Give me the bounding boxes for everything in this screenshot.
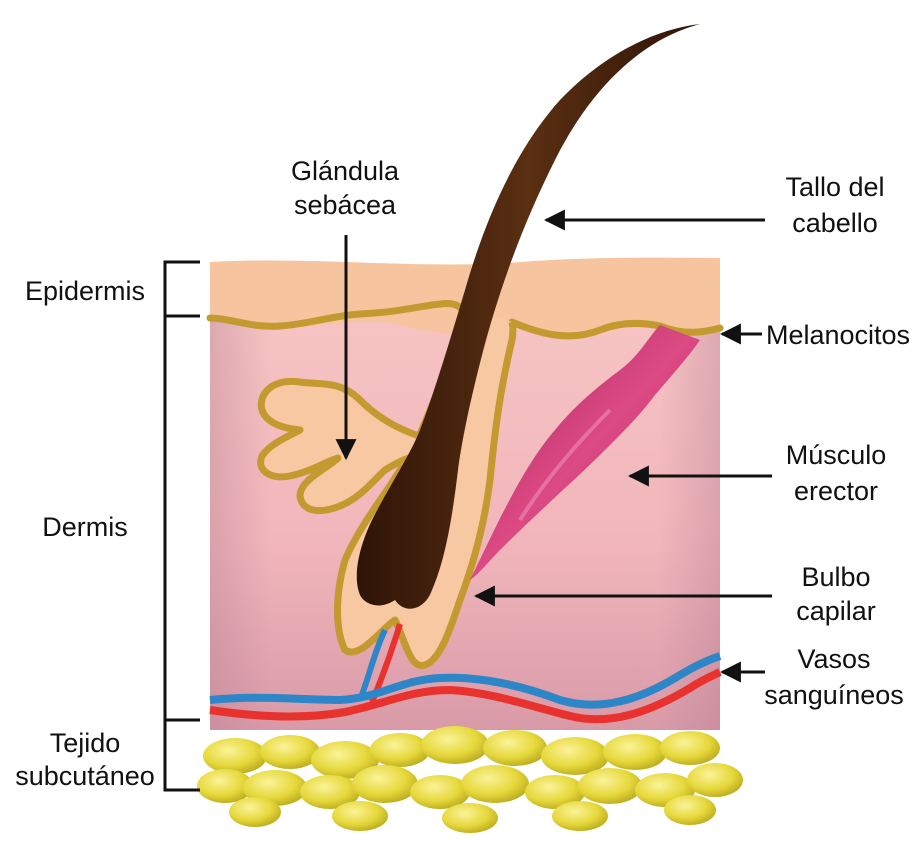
layer-bracket — [163, 260, 200, 792]
label-dermis: Dermis — [42, 512, 128, 542]
label-melanocytes: Melanocitos — [766, 320, 910, 350]
label-epidermis: Epidermis — [25, 276, 145, 306]
label-shaft-2: cabello — [792, 208, 878, 238]
label-muscle-1: Músculo — [786, 440, 887, 470]
arrector-pili-muscle — [470, 325, 700, 580]
vein — [209, 652, 722, 709]
artery — [209, 668, 722, 724]
hair-shaft — [356, 24, 700, 609]
label-bulb-1: Bulbo — [801, 562, 870, 592]
label-vessels-1: Vasos — [797, 644, 870, 674]
label-vessels-2: sanguíneos — [764, 680, 904, 710]
label-muscle-2: erector — [794, 476, 878, 506]
label-subcutaneous-2: subcutáneo — [15, 761, 155, 791]
label-shaft-1: Tallo del — [785, 172, 884, 202]
muscle-highlight — [518, 408, 612, 522]
basement-membrane — [206, 300, 724, 340]
label-subcutaneous-1: Tejido — [50, 728, 121, 758]
label-sebaceous-1: Glándula — [291, 156, 400, 186]
label-bulb-2: capilar — [796, 596, 876, 626]
subcutaneous-fat — [197, 726, 743, 833]
label-sebaceous-2: sebácea — [294, 190, 397, 220]
